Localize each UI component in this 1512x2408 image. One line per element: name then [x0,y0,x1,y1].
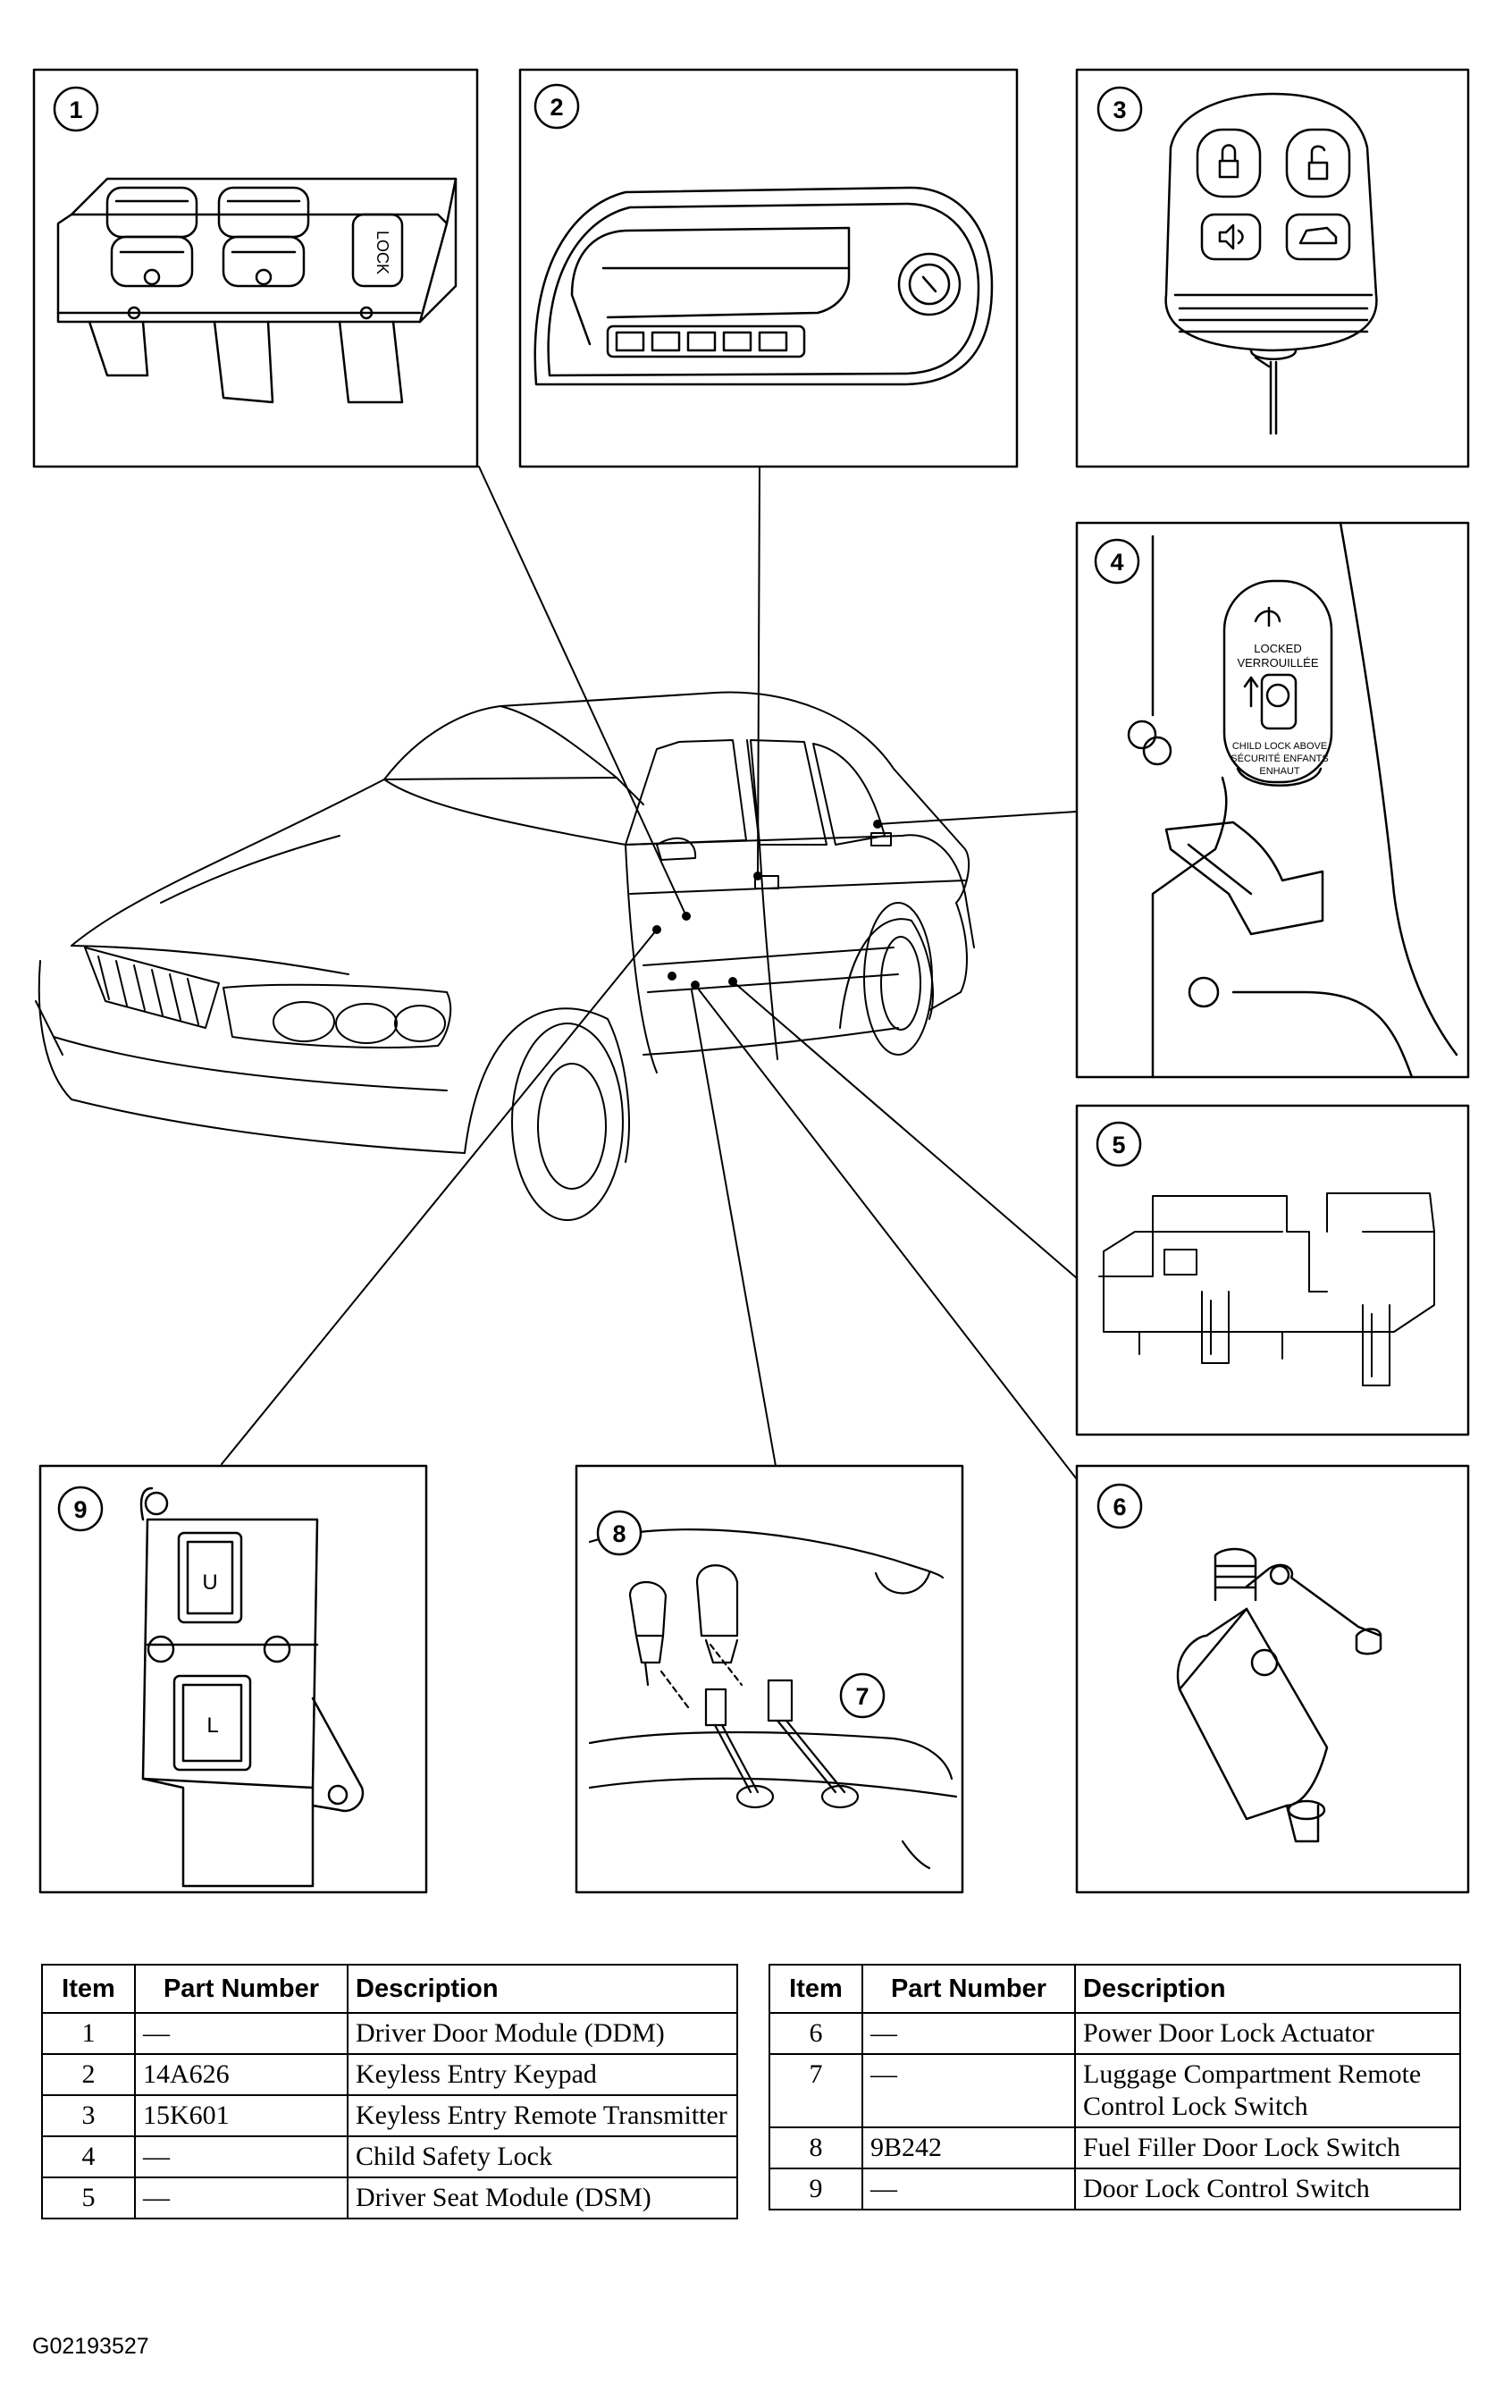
cell-part-number: — [134,2012,349,2055]
cell-description: Fuel Filler Door Lock Switch [1074,2126,1461,2169]
table-row: 7 — Luggage Compartment Remote Control L… [769,2053,1461,2128]
panel-4-label-child-lock-above: CHILD LOCK ABOVE [1232,741,1327,752]
table-header-row: Item Part Number Description [41,1964,738,2014]
cell-item: 3 [41,2094,136,2137]
callout-2-circle [533,83,580,130]
cell-part-number: — [861,2012,1076,2055]
cell-item: 2 [41,2053,136,2096]
col-header-description: Description [347,1964,738,2014]
callout-8: 8 [612,1520,626,1547]
cell-part-number: 15K601 [134,2094,349,2137]
cell-part-number: — [134,2135,349,2178]
cell-item: 6 [769,2012,863,2055]
cell-part-number: 14A626 [134,2053,349,2096]
cell-description: Child Safety Lock [347,2135,738,2178]
callout-6: 6 [1113,1494,1126,1520]
table-row: 4 — Child Safety Lock [41,2135,738,2178]
leader-dots [652,820,882,989]
col-header-item: Item [41,1964,136,2014]
callout-4-circle [1094,538,1140,585]
col-header-item: Item [769,1964,863,2014]
panel-4-child-safety-lock: LOCKED VERROUILLÉE CHILD LOCK ABOVE SÉCU… [1127,521,1458,1079]
panel-9-door-lock-switch: U L [139,1486,365,1888]
cell-description: Luggage Compartment Remote Control Lock … [1074,2053,1461,2128]
panel-7-8-switches [588,1528,958,1870]
callout-1-circle [53,86,99,132]
table-row: 3 15K601 Keyless Entry Remote Transmitte… [41,2094,738,2137]
panel-1-lock-label: LOCK [374,231,391,274]
parts-table-left: Item Part Number Description 1 — Driver … [41,1964,738,2219]
callout-7-circle [839,1672,886,1719]
table-row: 6 — Power Door Lock Actuator [769,2012,1461,2055]
callout-3-circle [1096,86,1143,132]
cell-item: 1 [41,2012,136,2055]
panel-4-label-locked: LOCKED [1254,642,1301,655]
table-row: 9 — Door Lock Control Switch [769,2168,1461,2210]
callouts [53,83,1143,1719]
panel-5-driver-seat-module [1098,1192,1435,1386]
callout-4: 4 [1110,549,1123,576]
callout-3: 3 [1113,97,1126,123]
trunk-icon [1285,213,1351,261]
callout-6-circle [1096,1483,1143,1529]
panel-frames [32,68,1470,1894]
cell-description: Power Door Lock Actuator [1074,2012,1461,2055]
cell-description: Driver Seat Module (DSM) [347,2176,738,2219]
col-header-part-number: Part Number [134,1964,349,2014]
cell-description: Keyless Entry Keypad [347,2053,738,2096]
callout-8-circle [596,1510,643,1556]
cell-item: 4 [41,2135,136,2178]
cell-description: Keyless Entry Remote Transmitter [347,2094,738,2137]
table-row: 1 — Driver Door Module (DDM) [41,2012,738,2055]
panel-9-up-label: U [202,1570,217,1595]
cell-item: 9 [769,2168,863,2210]
cell-part-number: — [134,2176,349,2219]
car-illustration [35,691,975,1221]
col-header-part-number: Part Number [861,1964,1076,2014]
callout-9: 9 [73,1496,87,1523]
cell-part-number: — [861,2053,1076,2128]
callout-7: 7 [855,1683,869,1710]
parts-table-right: Item Part Number Description 6 — Power D… [769,1964,1461,2210]
figure-id: G02193527 [32,2334,149,2359]
callout-5-circle [1096,1121,1142,1167]
panel-3-remote-transmitter [1164,92,1378,435]
unlock-icon [1285,128,1351,198]
panel-1-driver-door-module: LOCK [56,177,458,404]
cell-item: 7 [769,2053,863,2128]
leader-lines [221,466,1078,1480]
callout-9-circle [57,1486,104,1532]
cell-part-number: 9B242 [861,2126,1076,2169]
table-row: 8 9B242 Fuel Filler Door Lock Switch [769,2126,1461,2169]
panel-4-label-securite-enfants: SÉCURITÉ ENFANTS [1231,753,1328,764]
cell-description: Door Lock Control Switch [1074,2168,1461,2210]
cell-description: Driver Door Module (DDM) [347,2012,738,2055]
panel-9-down-label: L [206,1713,218,1738]
panel-4-label-enhaut: ENHAUT [1259,766,1300,777]
callout-1: 1 [69,97,82,123]
panic-icon [1200,213,1262,261]
cell-item: 8 [769,2126,863,2169]
table-header-row: Item Part Number Description [769,1964,1461,2014]
table-row: 2 14A626 Keyless Entry Keypad [41,2053,738,2096]
panel-6-lock-actuator [1176,1547,1382,1843]
panel-2-keyless-keypad [533,186,994,386]
table-row: 5 — Driver Seat Module (DSM) [41,2176,738,2219]
callout-2: 2 [550,94,563,121]
col-header-description: Description [1074,1964,1461,2014]
cell-part-number: — [861,2168,1076,2210]
lock-icon [1196,128,1262,198]
cell-item: 5 [41,2176,136,2219]
callout-5: 5 [1112,1132,1125,1158]
panel-4-label-verrouillee: VERROUILLÉE [1237,656,1318,669]
